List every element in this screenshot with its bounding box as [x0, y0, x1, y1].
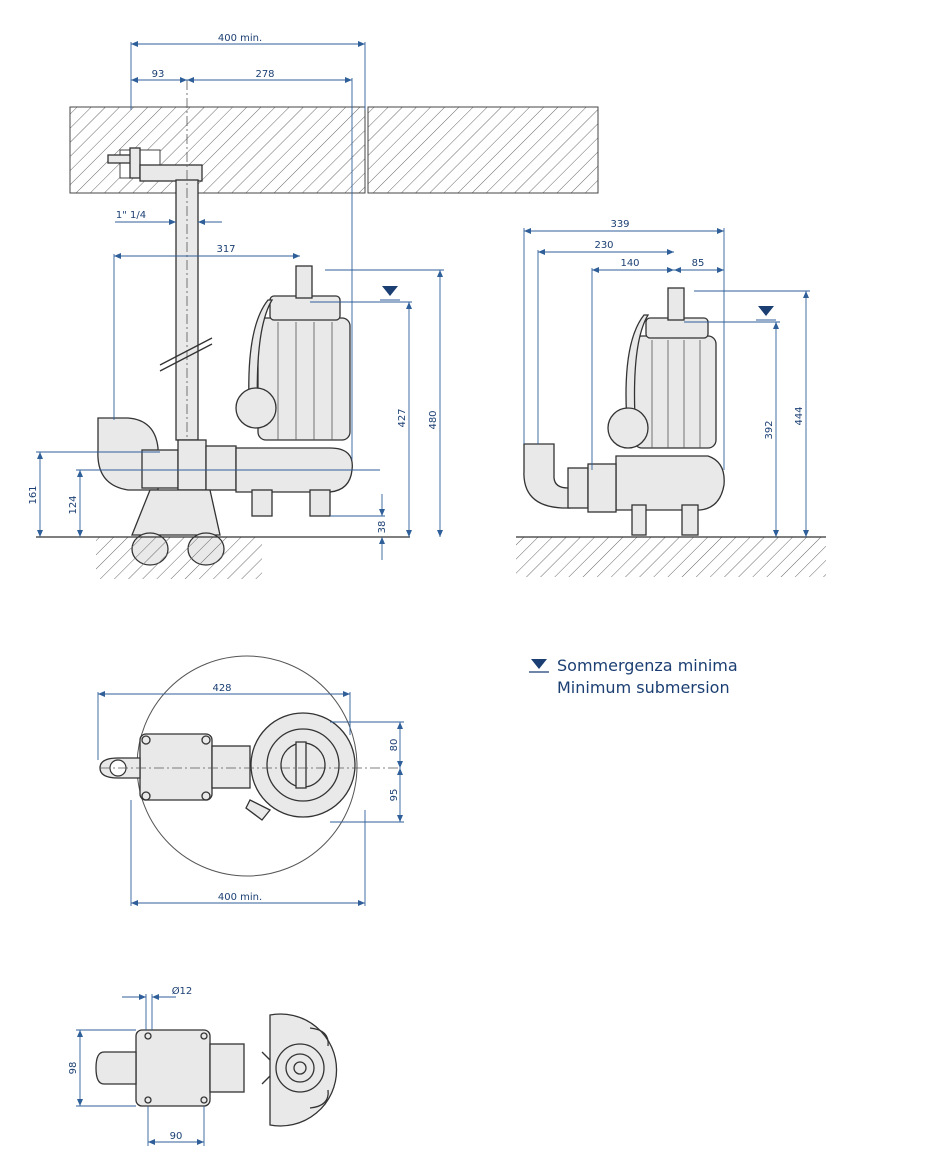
legend-label-it: Sommergenza minima: [557, 656, 738, 675]
floor-front: [516, 537, 826, 577]
legend: Sommergenza minima Minimum submersion: [525, 655, 738, 699]
dim-392: 392: [764, 420, 775, 439]
pump-motor: [257, 317, 351, 441]
dim-98: 98: [68, 1062, 79, 1075]
ceiling-slab-right: [367, 106, 599, 194]
coupling-block: [139, 733, 213, 801]
dim-400min-bottom: 400 min.: [218, 892, 262, 903]
dim-427: 427: [397, 408, 408, 427]
dim-93: 93: [152, 69, 165, 80]
dim-428: 428: [212, 683, 231, 694]
dim-thread: 1" 1/4: [116, 210, 146, 221]
legend-row-it: Sommergenza minima: [525, 655, 738, 677]
dim-90: 90: [170, 1131, 183, 1142]
base-plate: [135, 1029, 211, 1107]
base-stand: [131, 489, 221, 536]
dim-317: 317: [216, 244, 235, 255]
dim-124: 124: [68, 495, 79, 514]
dim-161: 161: [28, 485, 39, 504]
pump-volute-front: [615, 455, 725, 511]
discharge-elbow-front: [523, 443, 571, 509]
dim-95: 95: [389, 789, 400, 802]
dim-140: 140: [620, 258, 639, 269]
dim-400min-top: 400 min.: [218, 33, 262, 44]
front-view: 339 230 140 85 392 444: [516, 219, 826, 577]
submersion-symbol-front: [758, 306, 774, 316]
dim-444: 444: [794, 406, 805, 425]
base-view: Ø12 98 90: [68, 985, 338, 1146]
top-view: 428 80 95 400 min.: [97, 655, 404, 906]
dim-38: 38: [377, 521, 388, 534]
submersion-symbol-side: [382, 286, 398, 296]
ceiling-slab-left: [69, 106, 366, 194]
dim-480: 480: [428, 410, 439, 429]
side-view: 400 min. 93 278 1" 1/4 317 427 480 161 1…: [28, 33, 599, 579]
dim-d12: Ø12: [172, 985, 193, 997]
dim-230: 230: [594, 240, 613, 251]
dim-85: 85: [692, 258, 705, 269]
dim-80: 80: [389, 739, 400, 752]
legend-label-en: Minimum submersion: [557, 678, 730, 697]
dim-278: 278: [255, 69, 274, 80]
floor-side: [96, 537, 262, 579]
submersion-icon: [529, 659, 549, 673]
pump-base-circle: [269, 1013, 338, 1127]
dim-339: 339: [610, 219, 629, 230]
